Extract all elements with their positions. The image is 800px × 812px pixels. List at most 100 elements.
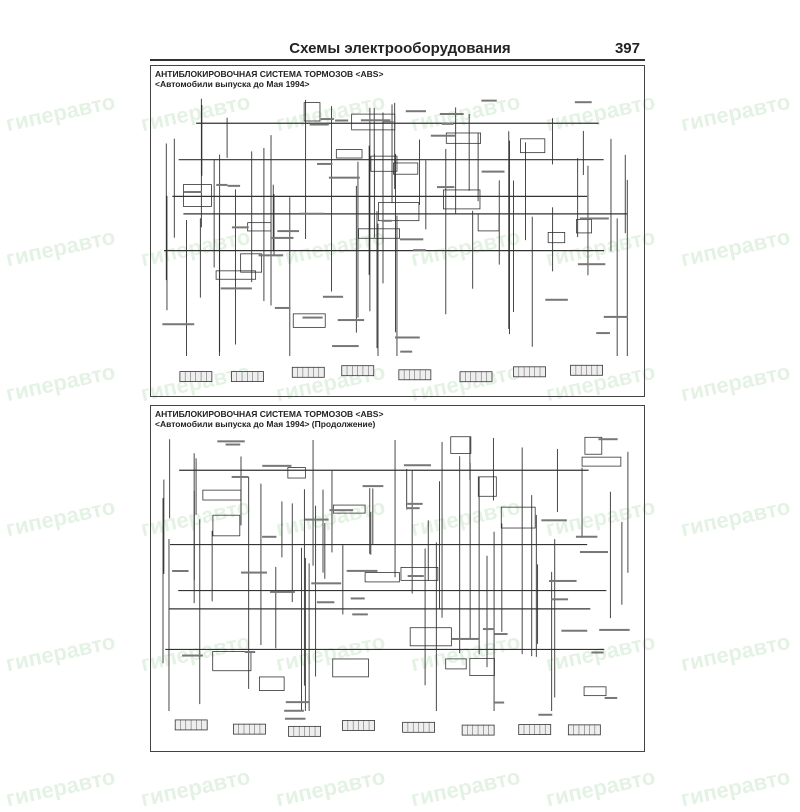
- diagram-subheading: <Автомобили выпуска до Мая 1994> (Продол…: [155, 419, 376, 429]
- watermark: гиперавто: [3, 358, 118, 407]
- component: [292, 313, 326, 328]
- label-mark: [407, 502, 423, 505]
- component: [182, 184, 212, 207]
- component: [215, 270, 257, 280]
- label-mark: [383, 121, 394, 124]
- component: [445, 658, 467, 670]
- label-mark: [598, 438, 618, 441]
- watermark: гиперавто: [138, 763, 253, 812]
- component: [332, 504, 366, 514]
- label-mark: [284, 709, 304, 712]
- label-mark: [362, 485, 384, 488]
- component: [443, 189, 481, 210]
- label-mark: [599, 628, 630, 631]
- label-mark: [162, 323, 195, 326]
- component: [259, 676, 285, 691]
- component: [469, 657, 495, 676]
- wiring-schematic: [162, 98, 628, 383]
- label-mark: [395, 336, 420, 339]
- label-mark: [403, 464, 432, 467]
- label-mark: [551, 598, 569, 601]
- component: [332, 658, 369, 678]
- label-mark: [579, 551, 609, 554]
- diagram-heading: АНТИБЛОКИРОВОЧНАЯ СИСТЕМА ТОРМОЗОВ <ABS>: [155, 409, 384, 419]
- label-mark: [441, 122, 454, 125]
- watermark: гиперавто: [3, 88, 118, 137]
- component: [477, 213, 500, 232]
- label-mark: [407, 575, 424, 578]
- label-mark: [400, 350, 413, 353]
- label-mark: [439, 112, 464, 115]
- component: [212, 651, 252, 672]
- component: [212, 514, 241, 537]
- component: [520, 138, 546, 154]
- diagram-title: АНТИБЛОКИРОВОЧНАЯ СИСТЕМА ТОРМОЗОВ <ABS>…: [155, 409, 383, 429]
- watermark: гиперавто: [3, 763, 118, 812]
- component: [303, 102, 321, 122]
- label-mark: [405, 110, 426, 113]
- label-mark: [172, 569, 189, 572]
- label-mark: [262, 535, 277, 538]
- watermark: гиперавто: [543, 763, 658, 812]
- component: [247, 222, 272, 232]
- watermark: гиперавто: [678, 493, 793, 542]
- label-mark: [350, 597, 365, 600]
- watermark: гиперавто: [273, 763, 388, 812]
- label-mark: [413, 249, 426, 252]
- label-mark: [258, 254, 284, 257]
- watermark: гиперавто: [678, 223, 793, 272]
- label-mark: [317, 162, 333, 165]
- page-number: 397: [614, 40, 640, 57]
- label-mark: [360, 119, 391, 122]
- label-mark: [352, 613, 368, 616]
- label-mark: [538, 713, 553, 716]
- watermark: гиперавто: [3, 223, 118, 272]
- label-mark: [302, 316, 323, 319]
- label-mark: [231, 226, 249, 229]
- label-mark: [481, 99, 497, 102]
- label-mark: [244, 651, 256, 654]
- label-mark: [335, 119, 349, 122]
- wiring-schematic: [162, 436, 630, 737]
- label-mark: [493, 701, 505, 704]
- label-mark: [225, 443, 241, 446]
- component: [351, 113, 396, 131]
- component: [287, 467, 306, 479]
- label-mark: [603, 315, 628, 318]
- watermark: гиперавто: [678, 358, 793, 407]
- component: [240, 253, 263, 273]
- label-mark: [305, 518, 329, 521]
- wiring-diagram-abs: АНТИБЛОКИРОВОЧНАЯ СИСТЕМА ТОРМОЗОВ <ABS>…: [150, 65, 645, 397]
- label-mark: [430, 134, 456, 137]
- label-mark: [337, 319, 365, 322]
- label-mark: [574, 101, 592, 104]
- label-mark: [399, 238, 424, 241]
- label-mark: [320, 118, 334, 121]
- label-mark: [575, 535, 598, 538]
- label-mark: [311, 582, 342, 585]
- diagram-title: АНТИБЛОКИРОВОЧНАЯ СИСТЕМА ТОРМОЗОВ <ABS>…: [155, 69, 383, 89]
- label-mark: [270, 236, 294, 239]
- label-mark: [596, 332, 610, 335]
- label-mark: [241, 571, 267, 574]
- label-mark: [451, 637, 479, 640]
- component: [477, 476, 497, 497]
- label-mark: [231, 475, 249, 478]
- label-mark: [270, 590, 295, 593]
- component: [500, 506, 536, 529]
- label-mark: [284, 717, 306, 720]
- label-mark: [184, 190, 202, 193]
- label-mark: [381, 219, 392, 222]
- label-mark: [545, 298, 568, 301]
- label-mark: [182, 654, 203, 657]
- component: [581, 456, 622, 467]
- component: [450, 436, 472, 454]
- component: [364, 572, 400, 583]
- label-mark: [322, 295, 344, 298]
- component: [400, 567, 439, 581]
- page-title: Схемы электрооборудования: [289, 40, 511, 57]
- label-mark: [481, 170, 505, 173]
- label-mark: [328, 176, 360, 179]
- watermark: гиперавто: [408, 763, 523, 812]
- watermark: гиперавто: [3, 493, 118, 542]
